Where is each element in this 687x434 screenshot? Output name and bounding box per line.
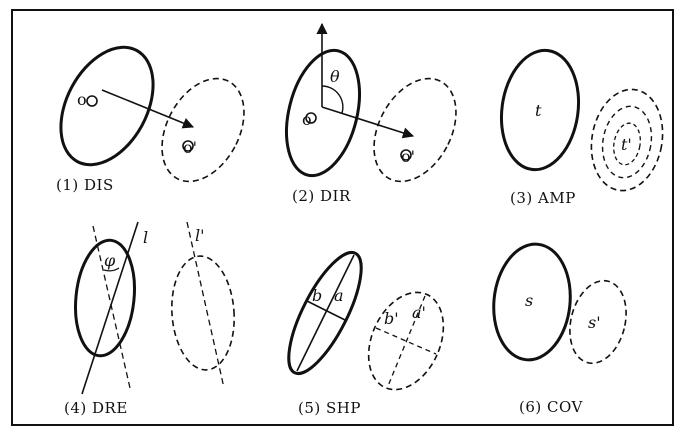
- reference-ellipse: [285, 48, 361, 178]
- caption-dis: (1) DIS: [56, 176, 114, 194]
- compared-ellipse-dashed: [171, 255, 235, 371]
- angle-arc: [321, 85, 344, 114]
- label-t-prime: t': [621, 135, 632, 154]
- label-t: t: [535, 101, 542, 120]
- label-o-prime: o': [183, 138, 197, 157]
- major-axis-a: [296, 254, 355, 372]
- reference-ellipse: [492, 242, 572, 362]
- reference-direction-dashed: [92, 225, 131, 389]
- axis-line-l-prime-dashed: [186, 221, 225, 389]
- reference-ellipse: [74, 238, 136, 358]
- center-point-o-prime: [400, 149, 412, 161]
- reference-ellipse: [287, 250, 363, 376]
- minor-axis-b-prime-dashed: [375, 327, 437, 355]
- compared-ellipse-middle-dashed: [601, 105, 653, 179]
- center-point-o-prime: [182, 140, 194, 152]
- panel-dis: o o' (1) DIS: [56, 45, 245, 194]
- minor-axis-b: [306, 300, 346, 321]
- direction-arrow: [321, 106, 415, 139]
- label-l: l: [143, 228, 148, 247]
- label-s: s: [525, 291, 533, 310]
- label-o-prime: o': [401, 147, 415, 166]
- panel-cov: s s' (6) COV: [492, 242, 627, 416]
- caption-dir: (2) DIR: [292, 187, 351, 205]
- reference-ellipse: [59, 45, 155, 167]
- panel-dre: l l' φ (4) DRE: [64, 221, 235, 417]
- label-a: a: [334, 286, 344, 305]
- angle-arc: [103, 267, 120, 272]
- label-l-prime: l': [195, 226, 205, 245]
- compared-ellipse-dashed: [367, 291, 445, 391]
- label-a-prime: a': [412, 303, 426, 322]
- caption-dre: (4) DRE: [64, 399, 128, 417]
- major-axis-a-prime-dashed: [387, 295, 426, 387]
- label-o: o: [77, 90, 87, 109]
- compared-ellipse-outer-dashed: [590, 88, 664, 192]
- label-phi: φ: [104, 251, 116, 270]
- label-theta: θ: [330, 67, 340, 86]
- panel-shp: b a b' a' (5) SHP: [287, 250, 445, 417]
- center-point-o: [305, 112, 317, 124]
- compared-ellipse-dashed: [569, 279, 627, 365]
- displacement-arrow: [101, 89, 195, 129]
- label-s-prime: s': [588, 313, 601, 332]
- label-b: b: [312, 286, 322, 305]
- compared-ellipse-dashed: [161, 77, 245, 183]
- panel-dir: θ o o' (2) DIR: [285, 22, 457, 205]
- caption-amp: (3) AMP: [510, 189, 576, 207]
- reference-ellipse: [499, 48, 581, 172]
- panel-amp: t t' (3) AMP: [499, 48, 664, 207]
- label-b-prime: b': [384, 309, 399, 328]
- center-point-o: [86, 95, 98, 107]
- compared-ellipse-inner-dashed: [613, 122, 641, 166]
- axis-line-l: [81, 221, 139, 395]
- compared-ellipse-dashed: [373, 77, 457, 183]
- caption-shp: (5) SHP: [298, 399, 361, 417]
- caption-cov: (6) COV: [519, 398, 584, 416]
- label-o: o: [302, 110, 312, 129]
- figure-border: [11, 9, 674, 426]
